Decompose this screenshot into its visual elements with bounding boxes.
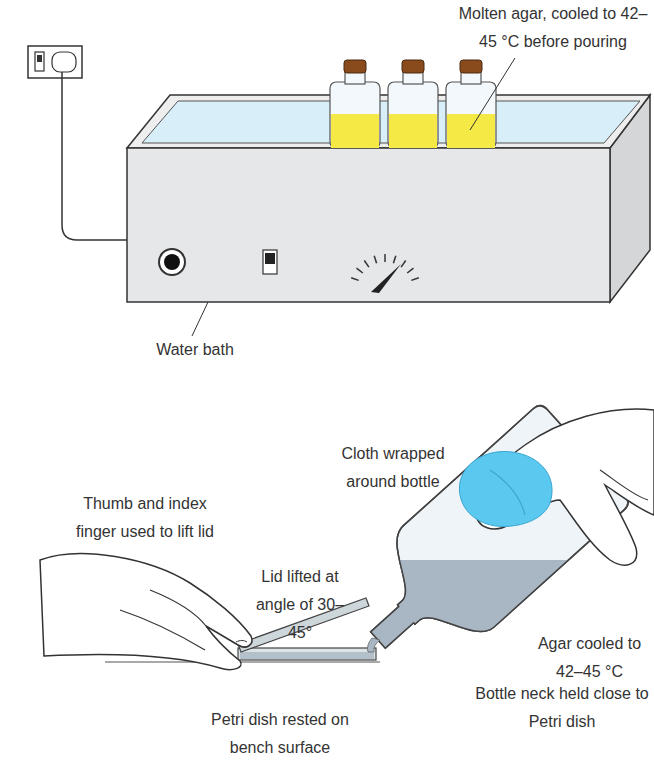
- annotation-label: Bottle neck held close to Petri dish: [474, 680, 650, 736]
- bench-surface: [105, 661, 380, 662]
- temperature-gauge: [351, 254, 419, 280]
- petri-dish-base: [238, 648, 376, 660]
- annotation-label: Water bath: [140, 336, 250, 364]
- finger-line: [150, 590, 206, 626]
- annotation-label: Cloth wrapped around bottle: [323, 440, 463, 496]
- socket-switch-toggle: [37, 55, 42, 62]
- bottle-cap: [344, 60, 366, 73]
- bottle-body: [446, 82, 496, 148]
- gauge-tick: [374, 256, 376, 264]
- annotation-label: Molten agar, cooled to 42–45 °C before p…: [452, 0, 654, 56]
- left-hand: [40, 554, 252, 670]
- power-switch: [263, 250, 277, 274]
- hand-outline: [40, 554, 252, 670]
- bottle-agar: [389, 114, 437, 148]
- fingernail: [236, 641, 247, 643]
- gauge-tick: [357, 268, 363, 273]
- plug: [52, 52, 76, 72]
- annotation-label: Agar cooled to 42–45 °C: [527, 630, 652, 686]
- control-knob: [159, 249, 185, 275]
- gauge-needle: [371, 264, 401, 293]
- bottle-agar: [300, 560, 654, 760]
- gauge-tick: [384, 254, 386, 262]
- bottle-agar: [447, 114, 495, 148]
- bottle-body: [330, 82, 380, 148]
- bath-front: [127, 148, 610, 302]
- bottle-cap: [460, 60, 482, 73]
- agar-bottles: [330, 60, 496, 148]
- poured-agar: [240, 652, 374, 659]
- cloth-fold: [490, 470, 525, 515]
- gauge-tick: [407, 268, 413, 273]
- power-cable: [62, 72, 127, 240]
- gauge-tick: [393, 256, 395, 264]
- right-hand: [459, 409, 654, 565]
- bottle-agar: [331, 114, 379, 148]
- power-switch-toggle: [265, 253, 275, 264]
- annotation-label: Thumb and index finger used to lift lid: [75, 490, 215, 546]
- gauge-tick: [411, 278, 419, 281]
- socket-plate: [28, 46, 82, 78]
- leader-line: [192, 302, 208, 336]
- gauge-tick: [401, 261, 406, 268]
- socket-switch: [35, 52, 44, 71]
- cloth: [459, 451, 552, 526]
- gauge-tick: [364, 261, 369, 268]
- agar-stream: [368, 638, 381, 652]
- leader-line: [470, 58, 515, 130]
- finger-line: [600, 470, 648, 500]
- gauge-tick: [351, 278, 359, 281]
- pouring-bottle: [300, 402, 654, 760]
- annotation-label: Lid lifted at angle of 30–45°: [245, 563, 355, 647]
- annotation-label: Petri dish rested on bench surface: [210, 706, 350, 762]
- wall-socket: [28, 46, 82, 78]
- finger-line: [120, 610, 205, 650]
- bottle-cap: [402, 60, 424, 73]
- bottle-body: [388, 82, 438, 148]
- control-knob-centre: [164, 254, 180, 270]
